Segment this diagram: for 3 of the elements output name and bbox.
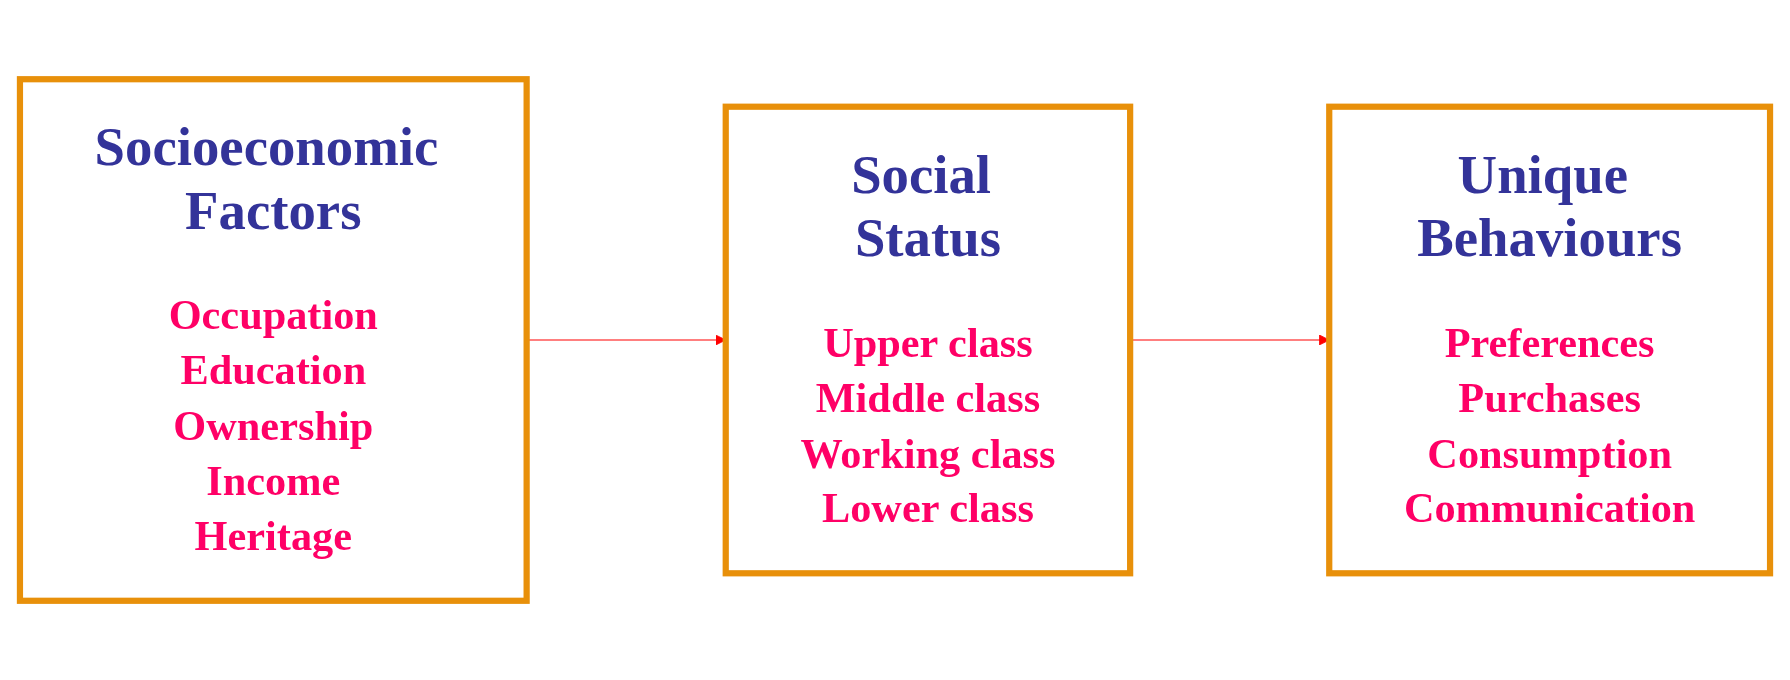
node-box: Unique Behaviours Preferences Purchases Consumption Communication	[1326, 103, 1774, 577]
node-box: Social Status Upper class Middle class Working class Lower class	[722, 103, 1134, 577]
node-box: Socioeconomic Factors Occupation Education Ownership Income Heritage	[16, 76, 530, 604]
